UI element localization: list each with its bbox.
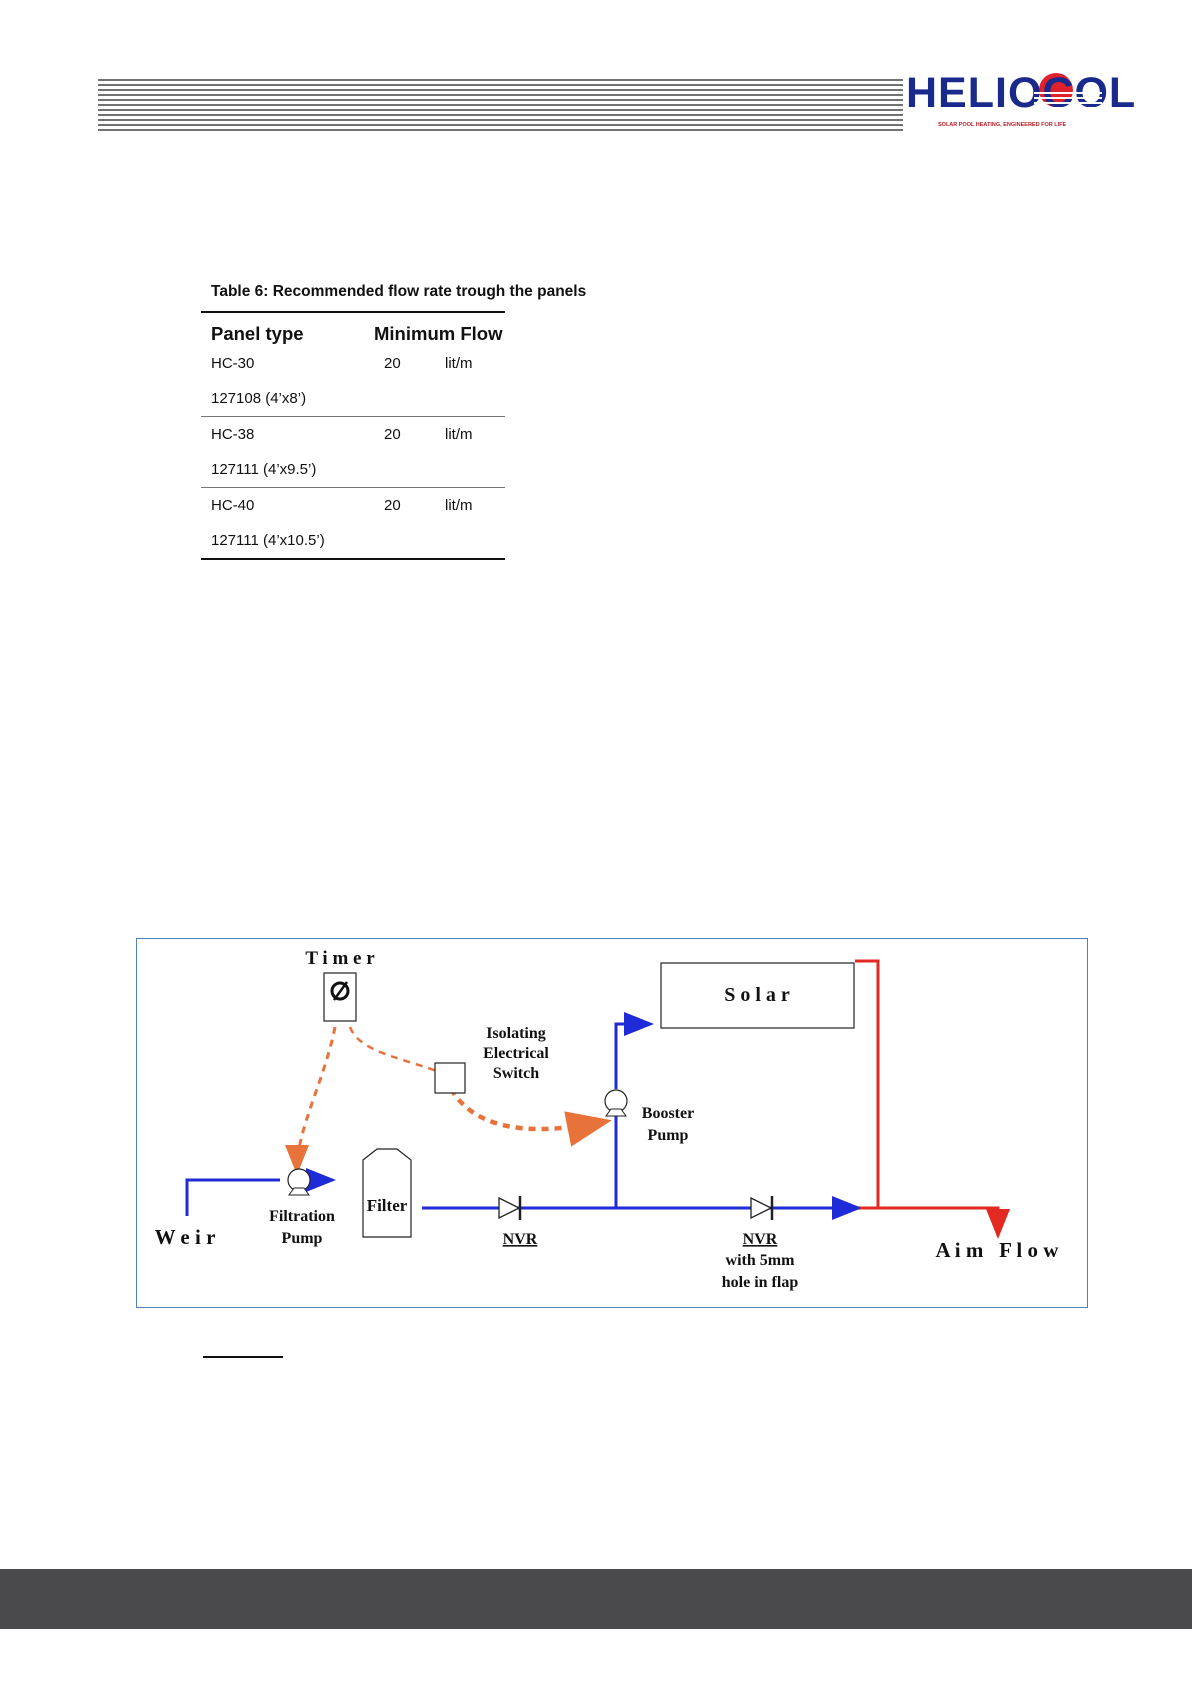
panel-size-cell: 127111 (4’x9.5’) <box>201 452 505 488</box>
isolating-switch-box <box>434 1062 466 1094</box>
panel-size-cell: 127108 (4’x8’) <box>201 381 505 417</box>
timer-icon <box>330 981 350 1001</box>
control-wiring <box>285 1026 612 1175</box>
nvr-valve-icon <box>498 1196 522 1220</box>
panel-type-cell: HC-38 <box>211 426 255 443</box>
nvr2-label-line3: hole in flap <box>722 1274 799 1291</box>
flow-rate-table: Panel type Minimum Flow HC-30 20 lit/m 1… <box>201 311 505 560</box>
underline-rule <box>203 1356 283 1358</box>
plumbing-diagram-frame: T i m e r S o l a r Isolating Electrical… <box>136 938 1088 1308</box>
table-row: HC-30 20 lit/m <box>201 346 505 381</box>
plumbing-diagram: T i m e r S o l a r Isolating Electrical… <box>155 948 1060 1291</box>
header-minimum-flow: Minimum Flow <box>374 323 503 344</box>
table-row: HC-40 20 lit/m <box>201 488 505 524</box>
solar-return-pipe <box>855 959 880 1208</box>
logo-sun-icon <box>1039 73 1073 107</box>
hot-water-pipes <box>855 959 1010 1239</box>
logo-stripes <box>1034 92 1102 112</box>
table-caption: Table 6: Recommended flow rate trough th… <box>211 283 587 300</box>
nvr-label: NVR <box>503 1231 538 1248</box>
filtration-label-line1: Filtration <box>269 1208 335 1225</box>
filtration-pump-icon <box>287 1168 311 1196</box>
panel-type-cell: HC-40 <box>211 497 255 514</box>
table-header-row: Panel type Minimum Flow <box>201 312 505 346</box>
panel-size-cell: 127111 (4’x10.5’) <box>211 532 325 549</box>
header-decorative-lines <box>98 79 903 131</box>
table-row: 127111 (4’x10.5’) <box>201 523 505 559</box>
filter-vessel <box>362 1148 412 1238</box>
timer-box <box>323 972 357 1022</box>
pool-return-pipe <box>860 1206 1010 1239</box>
booster-pump-icon <box>604 1089 628 1117</box>
flow-value-cell: 20 <box>384 497 401 514</box>
filtration-label-line2: Pump <box>282 1230 323 1247</box>
flow-value-cell: 20 <box>384 426 401 443</box>
solar-panel-box <box>660 962 855 1029</box>
isolating-label-line1: Isolating <box>486 1025 546 1042</box>
table-row: HC-38 20 lit/m <box>201 417 505 453</box>
isolating-label-line2: Electrical <box>483 1045 549 1062</box>
table-row: 127111 (4’x9.5’) <box>201 452 505 488</box>
cold-water-pipes <box>185 1012 891 1220</box>
flow-unit-cell: lit/m <box>445 355 473 372</box>
nvr2-label: NVR <box>743 1231 778 1248</box>
panel-type-cell: HC-30 <box>211 355 255 372</box>
heliocol-logo: HELIOCOL SOLAR POOL HEATING, ENGINEERED … <box>906 70 1135 134</box>
weir-inlet-pipe <box>185 1178 280 1216</box>
filter-label: Filter <box>367 1196 408 1215</box>
flow-value-cell: 20 <box>384 355 401 372</box>
table-row: 127108 (4’x8’) <box>201 381 505 417</box>
nvr2-label-line2: with 5mm <box>726 1252 796 1269</box>
booster-label-line2: Pump <box>648 1127 689 1144</box>
booster-label-line1: Booster <box>642 1105 694 1122</box>
aim-flow-label: A i m F l o w <box>936 1238 1060 1262</box>
logo-tagline: SOLAR POOL HEATING, ENGINEERED FOR LIFE <box>938 122 1067 128</box>
flow-unit-cell: lit/m <box>445 497 473 514</box>
header-panel-type: Panel type <box>211 323 304 344</box>
solar-label: S o l a r <box>724 984 790 1006</box>
timer-label: T i m e r <box>305 948 375 969</box>
footer-bar <box>0 1569 1192 1629</box>
isolating-label-line3: Switch <box>493 1065 539 1082</box>
flow-unit-cell: lit/m <box>445 426 473 443</box>
nvr-valve-icon <box>750 1196 774 1220</box>
weir-label: W e i r <box>155 1225 216 1249</box>
booster-to-solar-pipe <box>614 1012 654 1089</box>
